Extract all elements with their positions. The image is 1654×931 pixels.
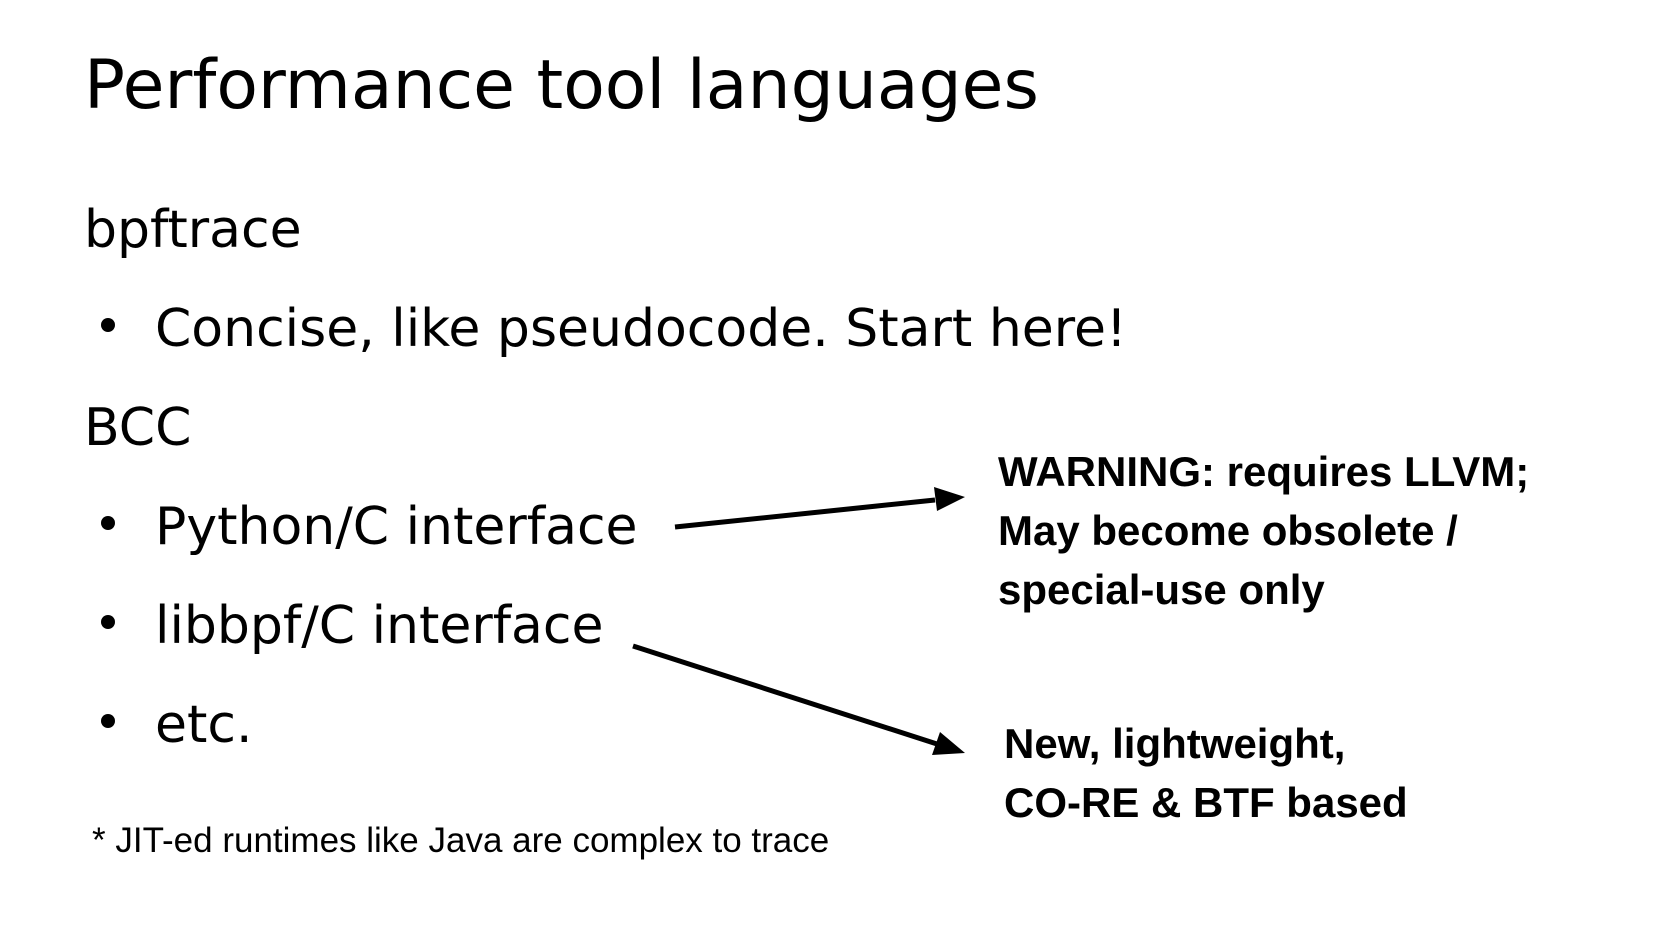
callout-line: CO-RE & BTF based	[1004, 779, 1408, 826]
callout-libbpf: New, lightweight, CO-RE & BTF based	[1004, 714, 1408, 832]
bullet-concise: Concise, like pseudocode. Start here!	[155, 299, 1127, 359]
bullet-dot	[101, 714, 115, 728]
callout-warning: WARNING: requires LLVM; May become obsol…	[998, 442, 1529, 619]
bullet-dot	[101, 615, 115, 629]
arrow-to-new	[632, 643, 938, 747]
bullet-libbpf-c: libbpf/C interface	[155, 596, 604, 656]
callout-line: New, lightweight,	[1004, 720, 1346, 767]
heading-bcc: BCC	[84, 398, 192, 458]
callout-line: special-use only	[998, 566, 1325, 613]
arrow-to-warning	[674, 497, 936, 530]
arrowhead-icon	[932, 732, 965, 755]
callout-line: WARNING: requires LLVM;	[998, 448, 1530, 495]
bullet-python-c: Python/C interface	[155, 497, 638, 557]
arrowhead-icon	[934, 487, 965, 511]
bullet-dot	[101, 318, 115, 332]
footnote: * JIT-ed runtimes like Java are complex …	[92, 821, 830, 860]
slide-title: Performance tool languages	[84, 46, 1039, 125]
heading-bpftrace: bpftrace	[84, 200, 302, 260]
bullet-dot	[101, 516, 115, 530]
callout-line: May become obsolete /	[998, 507, 1458, 554]
bullet-etc: etc.	[155, 695, 253, 755]
